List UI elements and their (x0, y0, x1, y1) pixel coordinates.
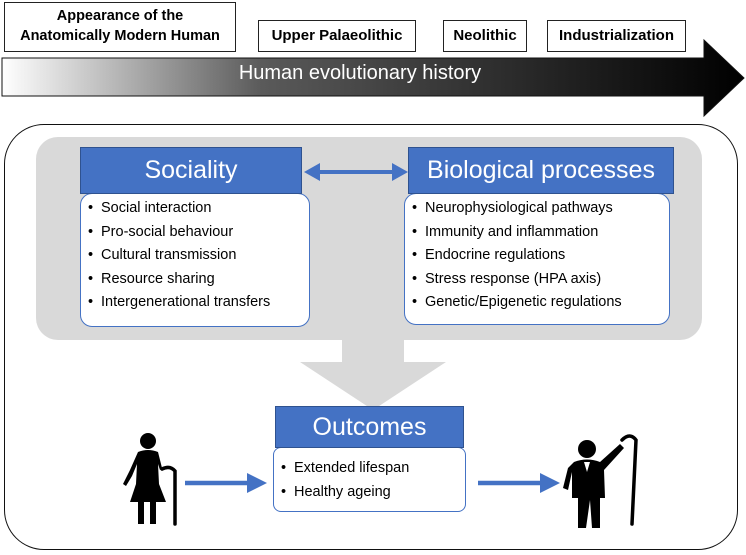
biological-title: Biological processes (427, 156, 655, 184)
elderly-man-with-cane-waving-icon (563, 434, 638, 528)
list-item: Neurophysiological pathways (405, 197, 669, 221)
list-item: Cultural transmission (81, 244, 309, 268)
sociality-list-box: Social interaction Pro-social behaviour … (80, 193, 310, 327)
era-label-neolithic: Neolithic (453, 26, 517, 44)
era-box-modern-human: Appearance of the Anatomically Modern Hu… (4, 2, 236, 52)
biological-list: Neurophysiological pathways Immunity and… (405, 197, 669, 315)
list-item: Resource sharing (81, 268, 309, 292)
timeline-label: Human evolutionary history (238, 62, 482, 84)
outcomes-list: Extended lifespan Healthy ageing (274, 457, 465, 504)
list-item: Social interaction (81, 197, 309, 221)
timeline-arrow (1, 38, 745, 118)
era-box-industrialization: Industrialization (547, 20, 686, 52)
era-label-industrialization: Industrialization (558, 26, 674, 44)
sociality-list: Social interaction Pro-social behaviour … (81, 197, 309, 315)
era-box-neolithic: Neolithic (443, 20, 527, 52)
outcomes-title: Outcomes (312, 412, 427, 441)
arrow-from-outcomes (478, 473, 560, 493)
list-item: Immunity and inflammation (405, 221, 669, 245)
sociality-header: Sociality (80, 147, 302, 194)
list-item: Genetic/Epigenetic regulations (405, 291, 669, 315)
elderly-woman-with-cane-icon (123, 433, 177, 526)
outcomes-list-box: Extended lifespan Healthy ageing (273, 447, 466, 512)
outer-frame (4, 124, 738, 550)
list-item: Pro-social behaviour (81, 221, 309, 245)
era-box-upper-palaeolithic: Upper Palaeolithic (258, 20, 416, 52)
era-label-modern-human: Appearance of the Anatomically Modern Hu… (20, 8, 220, 44)
down-arrow (300, 330, 446, 410)
list-item: Extended lifespan (274, 457, 465, 481)
sociality-title: Sociality (144, 156, 238, 184)
double-arrow (304, 163, 408, 181)
list-item: Healthy ageing (274, 481, 465, 505)
outcomes-header: Outcomes (275, 406, 464, 448)
list-item: Intergenerational transfers (81, 291, 309, 315)
biological-header: Biological processes (408, 147, 674, 194)
era-label-upper-palaeolithic: Upper Palaeolithic (271, 26, 403, 44)
biological-list-box: Neurophysiological pathways Immunity and… (404, 193, 670, 325)
list-item: Endocrine regulations (405, 244, 669, 268)
list-item: Stress response (HPA axis) (405, 268, 669, 292)
arrow-to-outcomes (185, 473, 267, 493)
